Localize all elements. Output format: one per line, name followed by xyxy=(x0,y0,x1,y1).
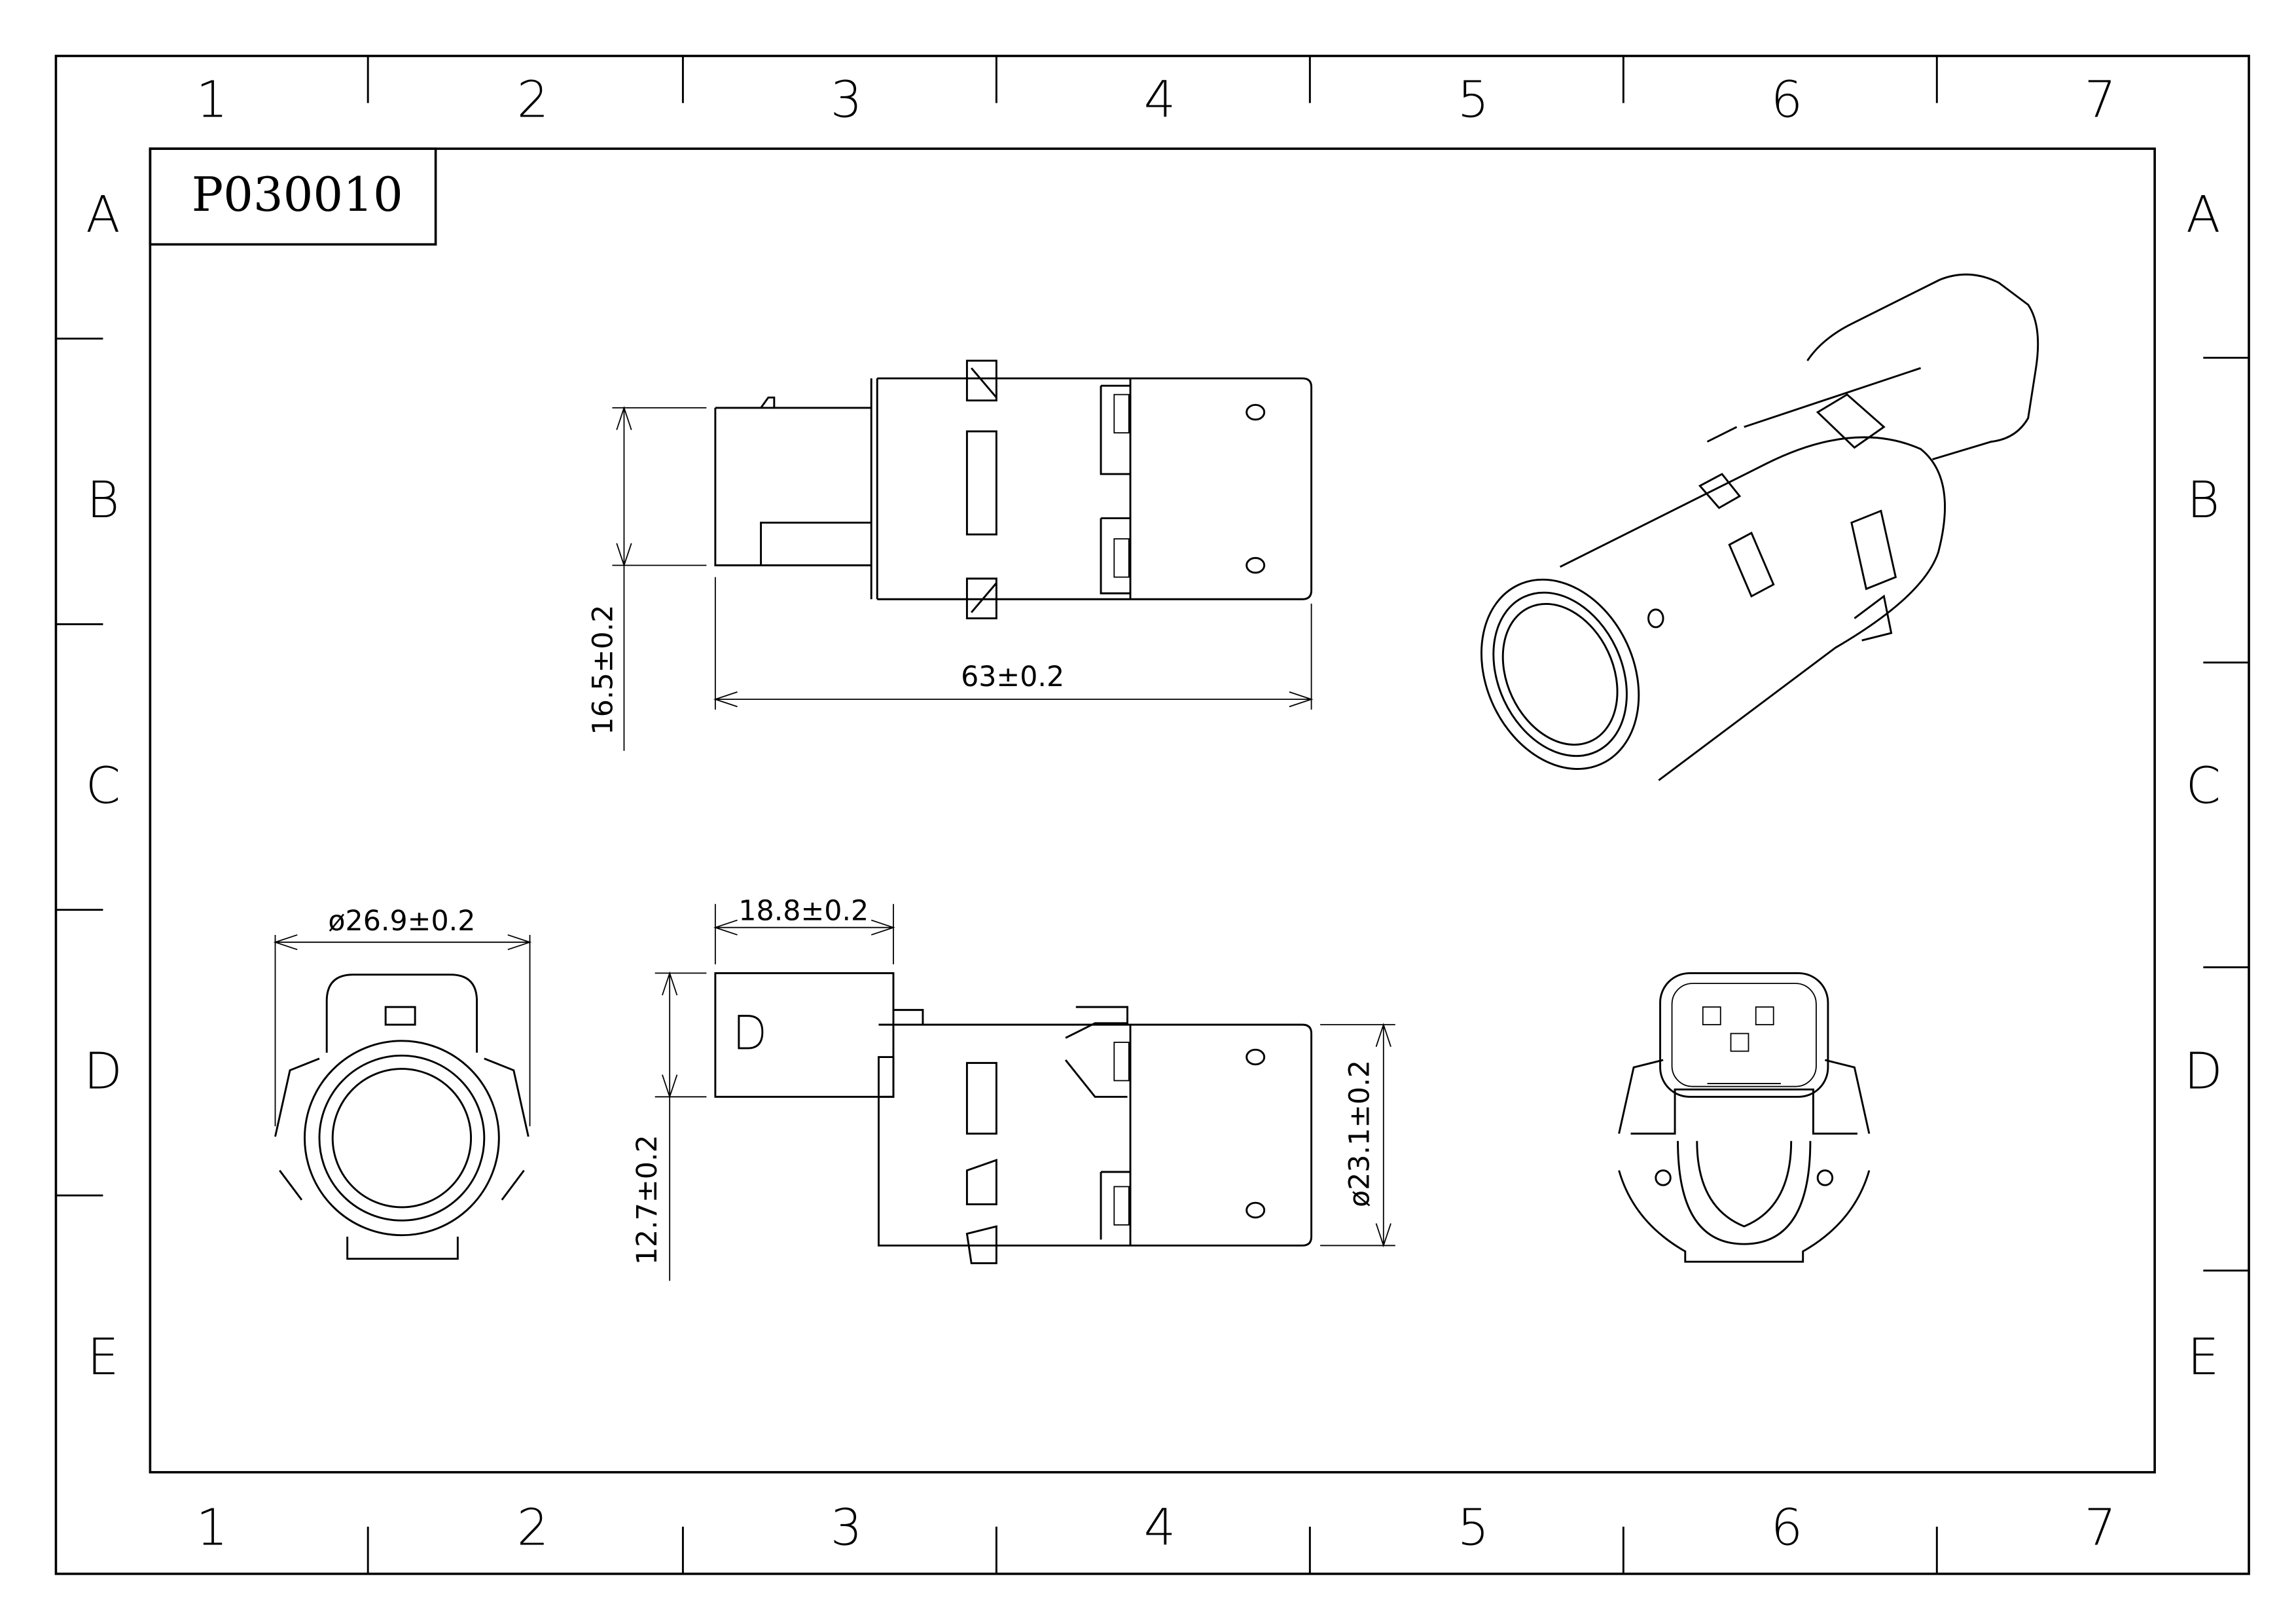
zone-row-b: B xyxy=(86,471,119,530)
zone-row-c: C xyxy=(2186,757,2221,815)
zone-col-5: 5 xyxy=(1458,1499,1490,1558)
zone-col-6: 6 xyxy=(1771,71,1803,129)
zone-row-d: D xyxy=(84,1043,122,1101)
zone-col-5: 5 xyxy=(1458,71,1490,129)
zone-row-a: A xyxy=(86,186,120,244)
part-number: P030010 xyxy=(192,167,403,222)
zone-col-2: 2 xyxy=(517,1499,549,1558)
zone-col-2: 2 xyxy=(517,71,549,129)
rear-view xyxy=(1618,972,1871,1263)
side-view: 18.8±0.2 12.7±0.2 ø23.1±0.2 xyxy=(631,894,1395,1281)
zone-col-4: 4 xyxy=(1144,71,1176,129)
zone-row-d: D xyxy=(2184,1043,2223,1101)
dimension-side-connector-height: 12.7±0.2 xyxy=(631,1135,664,1265)
top-view: 16.5±0.2 63±0.2 xyxy=(586,359,1314,751)
zone-row-c: C xyxy=(86,757,120,815)
zone-col-7: 7 xyxy=(2085,1499,2117,1558)
zone-row-a: A xyxy=(2186,186,2220,244)
dimension-front-diameter: ø26.9±0.2 xyxy=(328,905,475,938)
zone-col-3: 3 xyxy=(831,1499,863,1558)
row-labels-right: A B C D E xyxy=(2184,186,2223,1387)
zone-row-e: E xyxy=(2187,1328,2219,1387)
zone-col-6: 6 xyxy=(1771,1499,1803,1558)
column-labels-bottom: 1 2 3 4 5 6 7 xyxy=(196,1499,2116,1558)
zone-col-4: 4 xyxy=(1144,1499,1176,1558)
zone-col-1: 1 xyxy=(196,1499,228,1558)
zone-col-1: 1 xyxy=(196,71,228,129)
drawing-frame xyxy=(54,54,2250,1575)
column-labels-top: 1 2 3 4 5 6 7 xyxy=(196,71,2116,129)
zone-row-b: B xyxy=(2187,471,2219,530)
row-labels-left: A B C D E xyxy=(84,186,122,1387)
zone-col-3: 3 xyxy=(831,71,863,129)
isometric-view xyxy=(1480,273,2039,781)
dimension-side-body-diameter: ø23.1±0.2 xyxy=(1343,1060,1376,1207)
dimension-top-height: 16.5±0.2 xyxy=(586,605,619,735)
front-view: ø26.9±0.2 xyxy=(273,905,532,1260)
title-box: P030010 xyxy=(149,147,437,246)
dimension-top-length: 63±0.2 xyxy=(961,661,1064,693)
zone-col-7: 7 xyxy=(2085,71,2117,129)
zone-row-e: E xyxy=(87,1328,118,1387)
dimension-side-connector-length: 18.8±0.2 xyxy=(738,894,869,927)
